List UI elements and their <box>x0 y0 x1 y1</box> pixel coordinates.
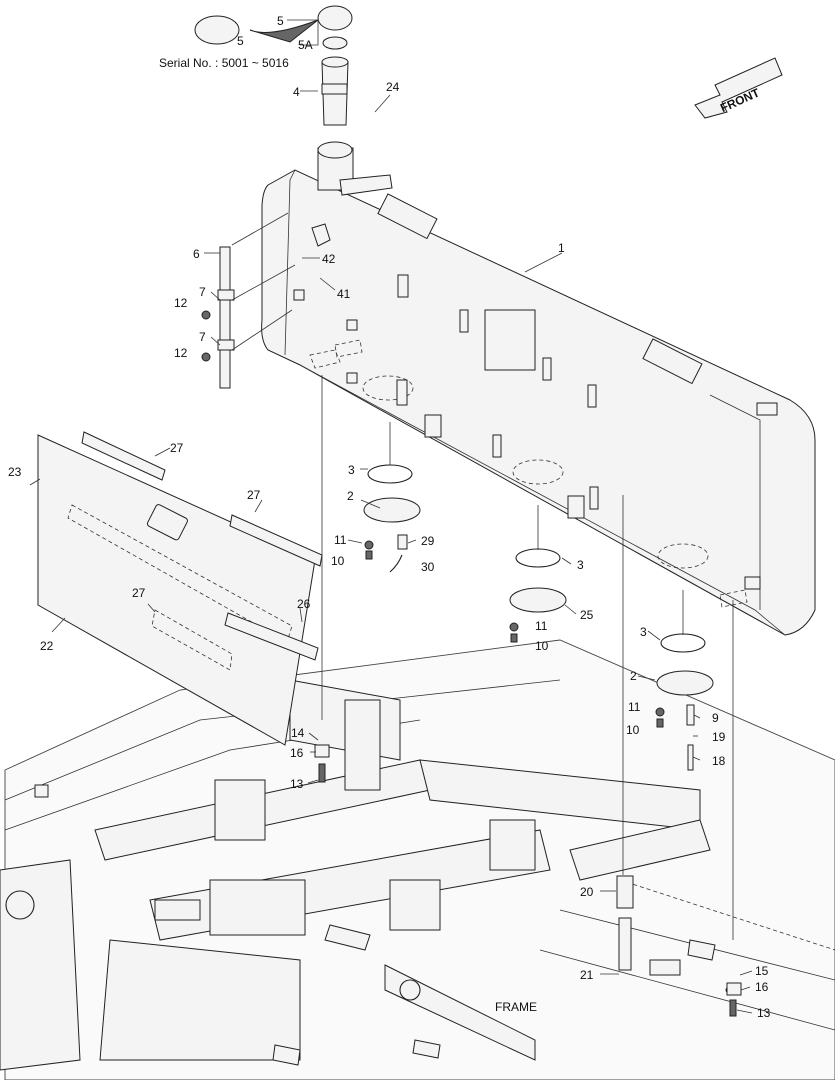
callout-1: 1 <box>558 241 565 255</box>
callout-21: 21 <box>580 968 594 982</box>
serial-note: Serial No. : 5001 ~ 5016 <box>159 56 289 70</box>
callout-5-top: 5 <box>277 14 284 28</box>
callout-4: 4 <box>293 85 300 99</box>
callout-19: 19 <box>712 730 726 744</box>
leader-lines <box>29 19 753 1014</box>
callout-7a: 7 <box>199 285 206 299</box>
callout-11b: 11 <box>535 619 548 633</box>
callout-6: 6 <box>193 247 200 261</box>
level-gauge <box>201 212 296 389</box>
callout-42: 42 <box>322 252 336 266</box>
callout-20: 20 <box>580 885 594 899</box>
callout-10b: 10 <box>535 639 549 653</box>
callout-24: 24 <box>386 80 400 94</box>
callout-13a: 13 <box>290 777 304 791</box>
callout-7b: 7 <box>199 330 206 344</box>
callout-27c: 27 <box>132 586 146 600</box>
front-direction-arrow <box>694 57 783 119</box>
callout-12a: 12 <box>174 296 188 310</box>
frame-label: FRAME <box>495 1000 537 1014</box>
callout-9: 9 <box>712 711 719 725</box>
callout-41: 41 <box>337 287 351 301</box>
callout-5-inset: 5 <box>237 34 244 48</box>
callout-16b: 16 <box>755 980 769 994</box>
callout-2a: 2 <box>347 489 354 503</box>
callout-10c: 10 <box>626 723 640 737</box>
filler-cap-assembly <box>194 5 353 126</box>
callout-2b: 2 <box>630 669 637 683</box>
callout-11a: 11 <box>334 533 347 547</box>
callout-3b: 3 <box>577 558 584 572</box>
callout-30: 30 <box>421 560 435 574</box>
fuel-tank <box>261 141 816 636</box>
callout-11c: 11 <box>628 700 641 714</box>
callout-5a: 5A <box>298 38 313 52</box>
callout-27a: 27 <box>170 441 184 455</box>
callout-14: 14 <box>291 726 305 740</box>
callout-22: 22 <box>40 639 54 653</box>
callout-27b: 27 <box>247 488 261 502</box>
side-cover-panel <box>37 431 323 746</box>
callout-23: 23 <box>8 465 22 479</box>
sender-units <box>314 375 742 1017</box>
callout-10a: 10 <box>331 554 345 568</box>
callout-18: 18 <box>712 754 726 768</box>
callout-3c: 3 <box>640 625 647 639</box>
callout-29: 29 <box>421 534 435 548</box>
callout-3a: 3 <box>348 463 355 477</box>
callout-26: 26 <box>297 597 311 611</box>
callout-25: 25 <box>580 608 594 622</box>
callout-13b: 13 <box>757 1006 771 1020</box>
upper-frame <box>0 639 835 1080</box>
callout-16a: 16 <box>290 746 304 760</box>
callout-15: 15 <box>755 964 769 978</box>
callout-12b: 12 <box>174 346 188 360</box>
